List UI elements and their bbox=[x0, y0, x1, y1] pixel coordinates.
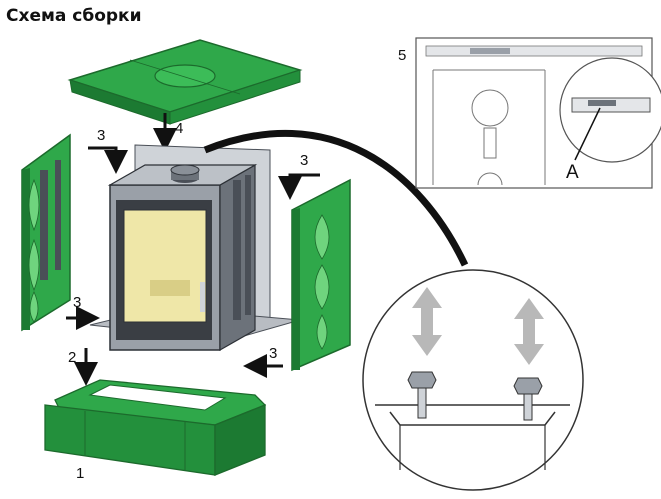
zoom-detail-circle bbox=[362, 269, 584, 491]
adjust-arrow-right bbox=[514, 298, 544, 365]
base-frame bbox=[44, 379, 267, 476]
right-top-arrow bbox=[278, 173, 320, 200]
label-detail-a: A bbox=[566, 162, 579, 183]
label-side-top-right: 3 bbox=[300, 152, 308, 169]
label-side-bottom-right: 3 bbox=[269, 345, 277, 362]
fireplace-insert bbox=[89, 144, 301, 352]
adjust-bolt-left bbox=[407, 371, 437, 419]
adjust-arrow-left bbox=[412, 287, 442, 356]
label-side-top-left: 3 bbox=[97, 127, 105, 144]
label-inset: 5 bbox=[398, 47, 406, 64]
inset-panel bbox=[415, 37, 661, 189]
adjust-bolt-right bbox=[513, 377, 543, 421]
label-side-bottom-left: 3 bbox=[73, 294, 81, 311]
left-side-panel bbox=[21, 133, 71, 332]
left-top-arrow bbox=[88, 146, 128, 174]
label-base-arrow: 2 bbox=[68, 349, 76, 366]
page-title: Схема сборки bbox=[6, 6, 142, 26]
top-cover-panel bbox=[67, 39, 303, 125]
label-top-cover: 4 bbox=[175, 120, 183, 137]
label-base: 1 bbox=[76, 465, 84, 482]
right-side-panel bbox=[291, 178, 351, 372]
